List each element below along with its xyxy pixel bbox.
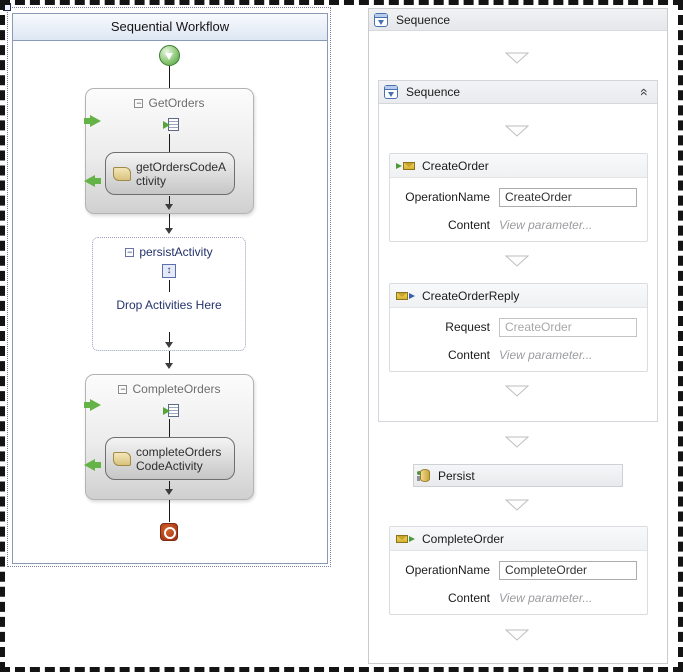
drop-target-icon[interactable] — [505, 52, 529, 64]
workflow-end-icon[interactable] — [160, 523, 178, 541]
connector-line — [169, 419, 170, 437]
in-connector-icon — [90, 399, 101, 411]
activity-label: getOrdersCodeActivity — [136, 159, 227, 188]
drop-activities-hint: Drop Activities Here — [116, 298, 222, 312]
out-connector-icon — [95, 462, 101, 468]
send-reply-icon — [396, 291, 415, 300]
activity-persist[interactable]: Persist — [413, 464, 623, 487]
activity-title: CompleteOrder — [422, 531, 505, 546]
connector-line — [169, 500, 170, 522]
content-label: Content — [447, 348, 490, 362]
connector-arrowhead — [165, 363, 173, 369]
view-parameter-link[interactable]: View parameter... — [499, 348, 593, 362]
connector-line — [169, 66, 170, 88]
connector-arrowhead — [165, 204, 173, 210]
connector-line — [169, 481, 170, 489]
connector-arrowhead — [165, 228, 173, 234]
outer-sequence-title: Sequence — [396, 12, 451, 27]
connector-line — [169, 332, 170, 342]
sequence-view-icon[interactable] — [163, 404, 179, 417]
operationname-input[interactable] — [499, 187, 637, 207]
out-connector-icon — [84, 459, 95, 471]
workflow-start-icon[interactable] — [159, 45, 180, 66]
code-activity-icon — [113, 451, 131, 466]
persist-activity-icon[interactable]: ↕ — [162, 264, 176, 278]
receive-icon — [396, 534, 415, 543]
drop-target-icon[interactable] — [505, 255, 529, 267]
out-connector-icon — [84, 175, 95, 187]
connector-line — [169, 351, 170, 363]
selection-handle[interactable] — [3, 3, 11, 11]
connector-arrowhead — [165, 489, 173, 495]
sequence-icon — [374, 12, 388, 27]
request-label: Request — [445, 320, 490, 334]
activity-title: CompleteOrders — [132, 382, 221, 396]
connector-line — [169, 134, 170, 152]
request-input[interactable] — [499, 317, 637, 337]
view-parameter-link[interactable]: View parameter... — [499, 591, 593, 605]
receive-icon — [396, 161, 415, 170]
persist-icon — [417, 469, 430, 482]
code-activity-icon — [113, 166, 131, 181]
collapse-icon[interactable]: − — [125, 246, 135, 257]
drop-target-icon[interactable] — [505, 125, 529, 137]
operationname-label: OperationName — [405, 563, 490, 577]
activity-getorderscodeactivity[interactable]: getOrdersCodeActivity — [105, 152, 235, 195]
content-label: Content — [447, 591, 490, 605]
connector-line — [169, 196, 170, 204]
activity-title: Persist — [438, 468, 475, 483]
activity-title: GetOrders — [148, 96, 205, 110]
sequence-icon — [384, 85, 398, 99]
drop-target-icon[interactable] — [505, 629, 529, 641]
selection-rect — [7, 7, 331, 567]
activity-completeorder[interactable]: CompleteOrder OperationName Content View… — [389, 526, 648, 615]
inner-sequence-title: Sequence — [406, 85, 461, 99]
activity-completeorderscodeactivity[interactable]: completeOrdersCodeActivity — [105, 437, 235, 480]
sequence-view-icon[interactable] — [163, 118, 179, 131]
activity-label: completeOrdersCodeActivity — [136, 444, 222, 473]
view-parameter-link[interactable]: View parameter... — [499, 218, 593, 232]
connector-line — [169, 214, 170, 228]
in-connector-icon — [90, 115, 101, 127]
activity-title: CreateOrderReply — [422, 288, 520, 303]
outer-sequence-header[interactable]: Sequence — [369, 9, 667, 31]
connector-arrowhead — [165, 342, 173, 348]
drop-target-icon[interactable] — [505, 499, 529, 511]
operationname-label: OperationName — [405, 190, 490, 204]
activity-title: CreateOrder — [422, 158, 489, 173]
activity-createorderreply[interactable]: CreateOrderReply Request Content View pa… — [389, 283, 648, 372]
workflow-title: Sequential Workflow — [13, 14, 327, 41]
out-connector-icon — [95, 178, 101, 184]
content-label: Content — [447, 218, 490, 232]
inner-sequence-header[interactable]: Sequence « — [379, 81, 657, 104]
drop-target-icon[interactable] — [505, 385, 529, 397]
activity-createorder[interactable]: CreateOrder OperationName Content View p… — [389, 153, 648, 242]
drop-target-icon[interactable] — [505, 436, 529, 448]
in-connector-icon — [84, 402, 90, 408]
collapse-chevron-icon[interactable]: « — [637, 88, 654, 96]
collapse-icon[interactable]: − — [118, 383, 128, 394]
collapse-icon[interactable]: − — [134, 97, 144, 108]
activity-title: persistActivity — [139, 245, 213, 259]
in-connector-icon — [84, 118, 90, 124]
connector-line — [169, 280, 170, 292]
operationname-input[interactable] — [499, 560, 637, 580]
